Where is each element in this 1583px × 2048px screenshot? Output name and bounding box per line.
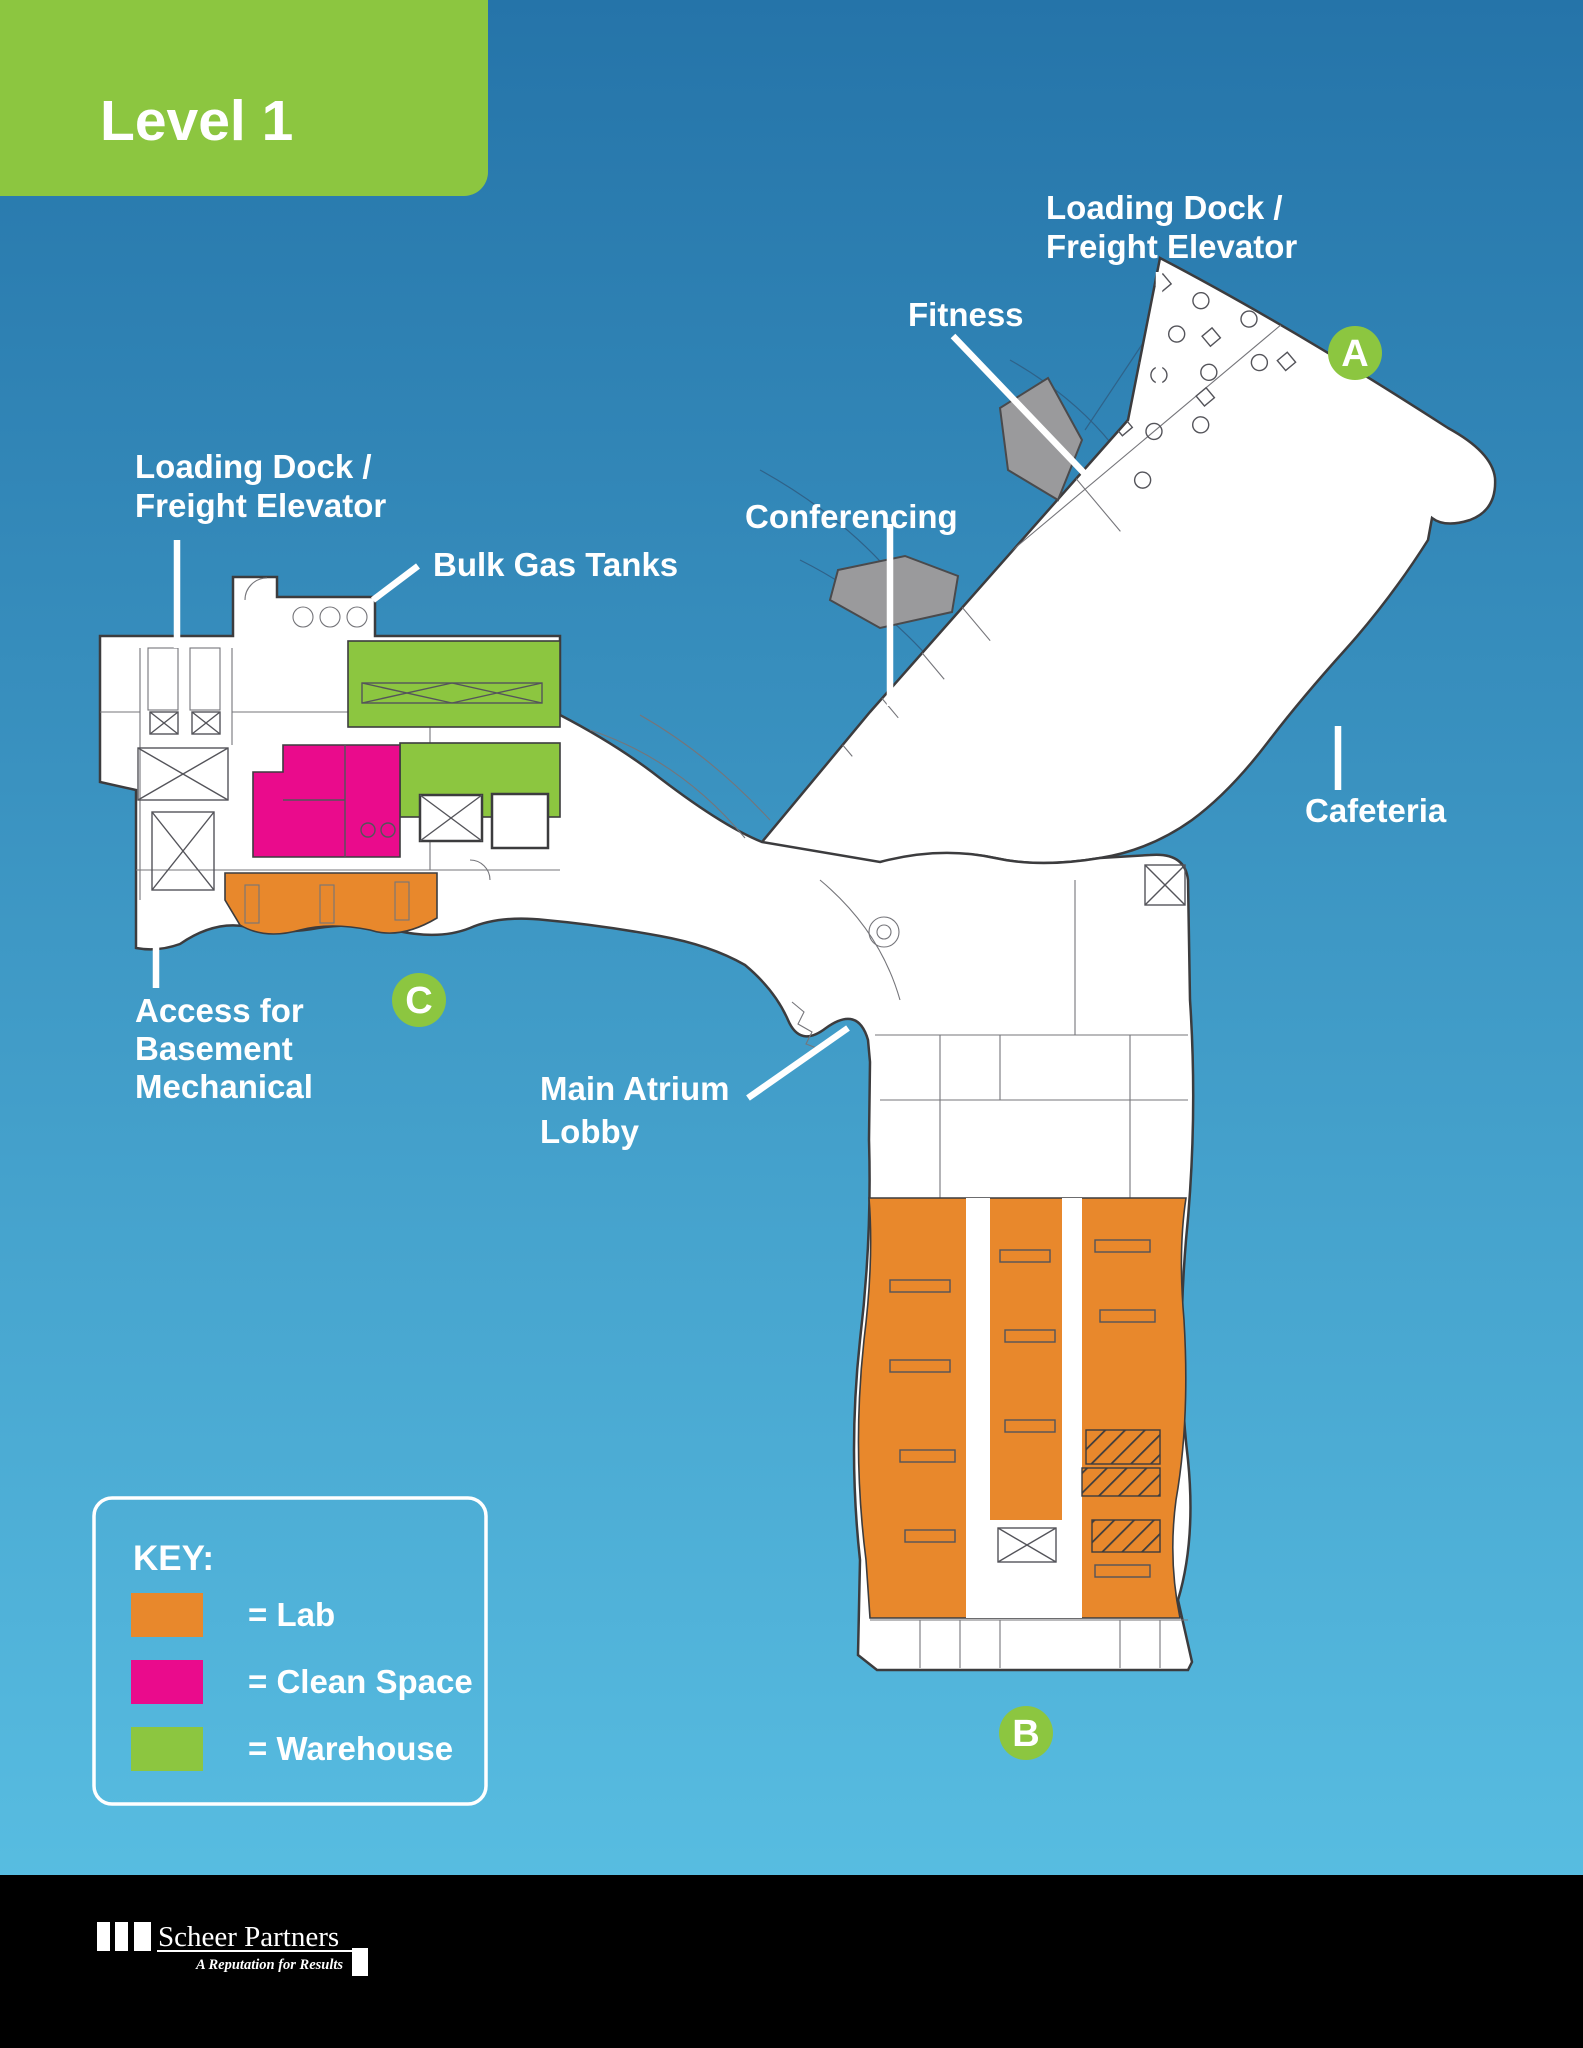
wing-b-corridor-right: [1062, 1198, 1082, 1618]
label-loading-dock-right: Loading Dock /: [1046, 189, 1283, 226]
label-loading-dock-right-line2: Freight Elevator: [1046, 228, 1297, 265]
footer-bar: Scheer Partners A Reputation for Results: [0, 1875, 1583, 2048]
label-loading-dock-left-line2: Freight Elevator: [135, 487, 386, 524]
header-panel: [0, 0, 488, 196]
atrium-interior: [589, 714, 901, 1051]
badge-a-letter: A: [1341, 333, 1368, 375]
wing-b-core-elevator: [997, 1527, 1057, 1563]
wing-b-interior: [870, 864, 1188, 1668]
badge-c-letter: C: [405, 980, 432, 1022]
logo-square-2: [115, 1922, 128, 1951]
wing-b-corridor-left: [966, 1198, 990, 1618]
wing-b-core-white: [988, 1520, 1064, 1618]
clean-space-rooms: [283, 745, 396, 857]
label-main-atrium-line2: Lobby: [540, 1113, 640, 1150]
label-conferencing: Conferencing: [745, 498, 958, 535]
page-title: Level 1: [100, 89, 293, 153]
badge-c: C: [392, 973, 446, 1027]
key-title: KEY:: [133, 1539, 214, 1578]
wing-c-core-rooms: [418, 792, 550, 850]
label-access-basement: Access for: [135, 992, 304, 1029]
lab-zone-wing-c: [224, 872, 438, 935]
label-main-atrium: Main Atrium: [540, 1070, 729, 1107]
label-fitness: Fitness: [908, 296, 1024, 333]
label-access-basement-line3: Mechanical: [135, 1068, 313, 1105]
lab-zone-wing-b: [857, 1197, 1187, 1619]
wing-c-interior: [100, 577, 560, 900]
badge-b: B: [999, 1706, 1053, 1760]
key-swatch-warehouse: [131, 1727, 203, 1771]
key-box: KEY: = Lab = Clean Space = Warehouse: [92, 1496, 488, 1806]
wing-b-benches: [889, 1239, 1156, 1578]
canopy-conference-entry: [828, 554, 960, 630]
logo-square-3: [134, 1922, 151, 1951]
warehouse-racks: [361, 682, 543, 704]
key-swatch-lab: [131, 1593, 203, 1637]
logo-square-1: [97, 1922, 110, 1951]
leader-main-atrium: [746, 1025, 850, 1101]
wing-b-hatched-areas: [1081, 1429, 1161, 1553]
badge-a-circle: [1328, 326, 1382, 380]
badge-a: A: [1328, 326, 1382, 380]
leader-lines: [152, 272, 1342, 1101]
label-loading-dock-left: Loading Dock /: [135, 448, 372, 485]
label-access-basement-line2: Basement: [135, 1030, 293, 1067]
leader-fitness: [950, 333, 1088, 477]
brand-logo: Scheer Partners A Reputation for Results: [97, 1921, 368, 1976]
badge-b-letter: B: [1012, 1713, 1039, 1755]
badge-c-circle: [392, 973, 446, 1027]
brand-name: Scheer Partners: [158, 1921, 339, 1953]
label-cafeteria: Cafeteria: [1305, 792, 1447, 829]
leader-bulk-gas: [371, 563, 420, 603]
key-swatch-clean-space: [131, 1660, 203, 1704]
footer-background: [0, 1875, 1583, 2048]
key-border: [92, 1496, 488, 1806]
clean-space-zone: [252, 744, 401, 858]
brand-tagline: A Reputation for Results: [195, 1957, 343, 1973]
logo-square-right: [352, 1948, 368, 1976]
key-label-clean-space: = Clean Space: [248, 1663, 473, 1700]
lab-wing-c-benches: [244, 881, 410, 924]
badge-b-circle: [999, 1706, 1053, 1760]
key-label-warehouse: = Warehouse: [248, 1730, 453, 1767]
key-label-lab: = Lab: [248, 1596, 335, 1633]
label-bulk-gas-tanks: Bulk Gas Tanks: [433, 546, 678, 583]
